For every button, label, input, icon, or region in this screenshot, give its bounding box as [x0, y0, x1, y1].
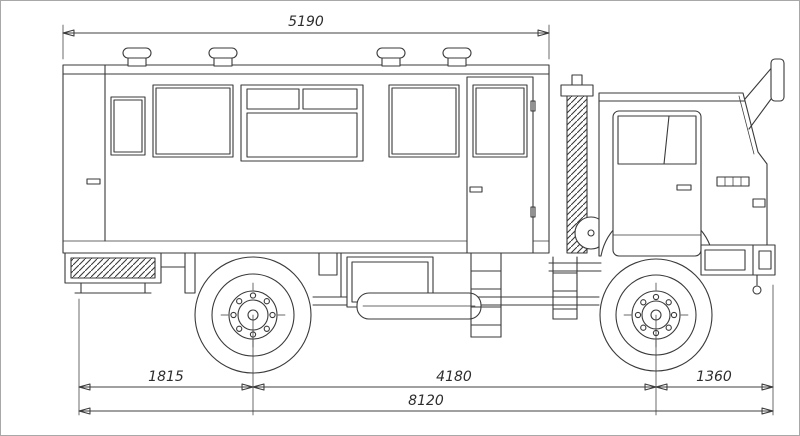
window-3	[240, 84, 364, 162]
dimension-top-length: 5190	[63, 14, 549, 60]
brand-badge	[716, 176, 750, 187]
window-2	[152, 84, 234, 158]
dim-label-overall-length: 8120	[408, 393, 444, 409]
mirror	[744, 58, 785, 130]
dim-label-wheelbase: 4180	[436, 369, 472, 385]
roof-vent	[442, 47, 472, 67]
underbody-bracket	[318, 252, 338, 276]
rear-door-handle	[86, 178, 101, 185]
van-body	[62, 64, 550, 254]
roof-vent	[208, 47, 238, 67]
door-ladder	[470, 252, 502, 338]
turn-signal	[752, 198, 766, 208]
dim-label-top-length: 5190	[288, 14, 324, 30]
window-1	[110, 96, 146, 156]
dim-label-rear-section: 1815	[148, 369, 184, 385]
roof-vent	[122, 47, 152, 67]
side-door-handle	[469, 186, 483, 193]
cab-door-window	[617, 115, 697, 165]
roof-vents	[122, 47, 472, 67]
dimension-bottom: 1815 4180 1360 8120	[79, 284, 773, 416]
headlight	[758, 250, 772, 270]
window-4	[388, 84, 460, 158]
dim-label-front-overhang: 1360	[696, 369, 732, 385]
tow-hook	[752, 285, 762, 295]
a-pillar	[738, 95, 755, 155]
rear-bumper	[64, 252, 196, 294]
roof-vent	[376, 47, 406, 67]
cab	[598, 58, 785, 295]
rear-mudflap	[184, 252, 196, 294]
door-hinge-top	[530, 100, 536, 112]
underbody-equipment	[318, 252, 482, 320]
door-hinge-bottom	[530, 206, 536, 218]
front-bumper	[700, 244, 776, 295]
body-side-door	[466, 76, 536, 254]
cab-door	[612, 110, 702, 257]
cab-door-handle	[676, 184, 692, 191]
cab-step-ladder	[552, 256, 578, 320]
